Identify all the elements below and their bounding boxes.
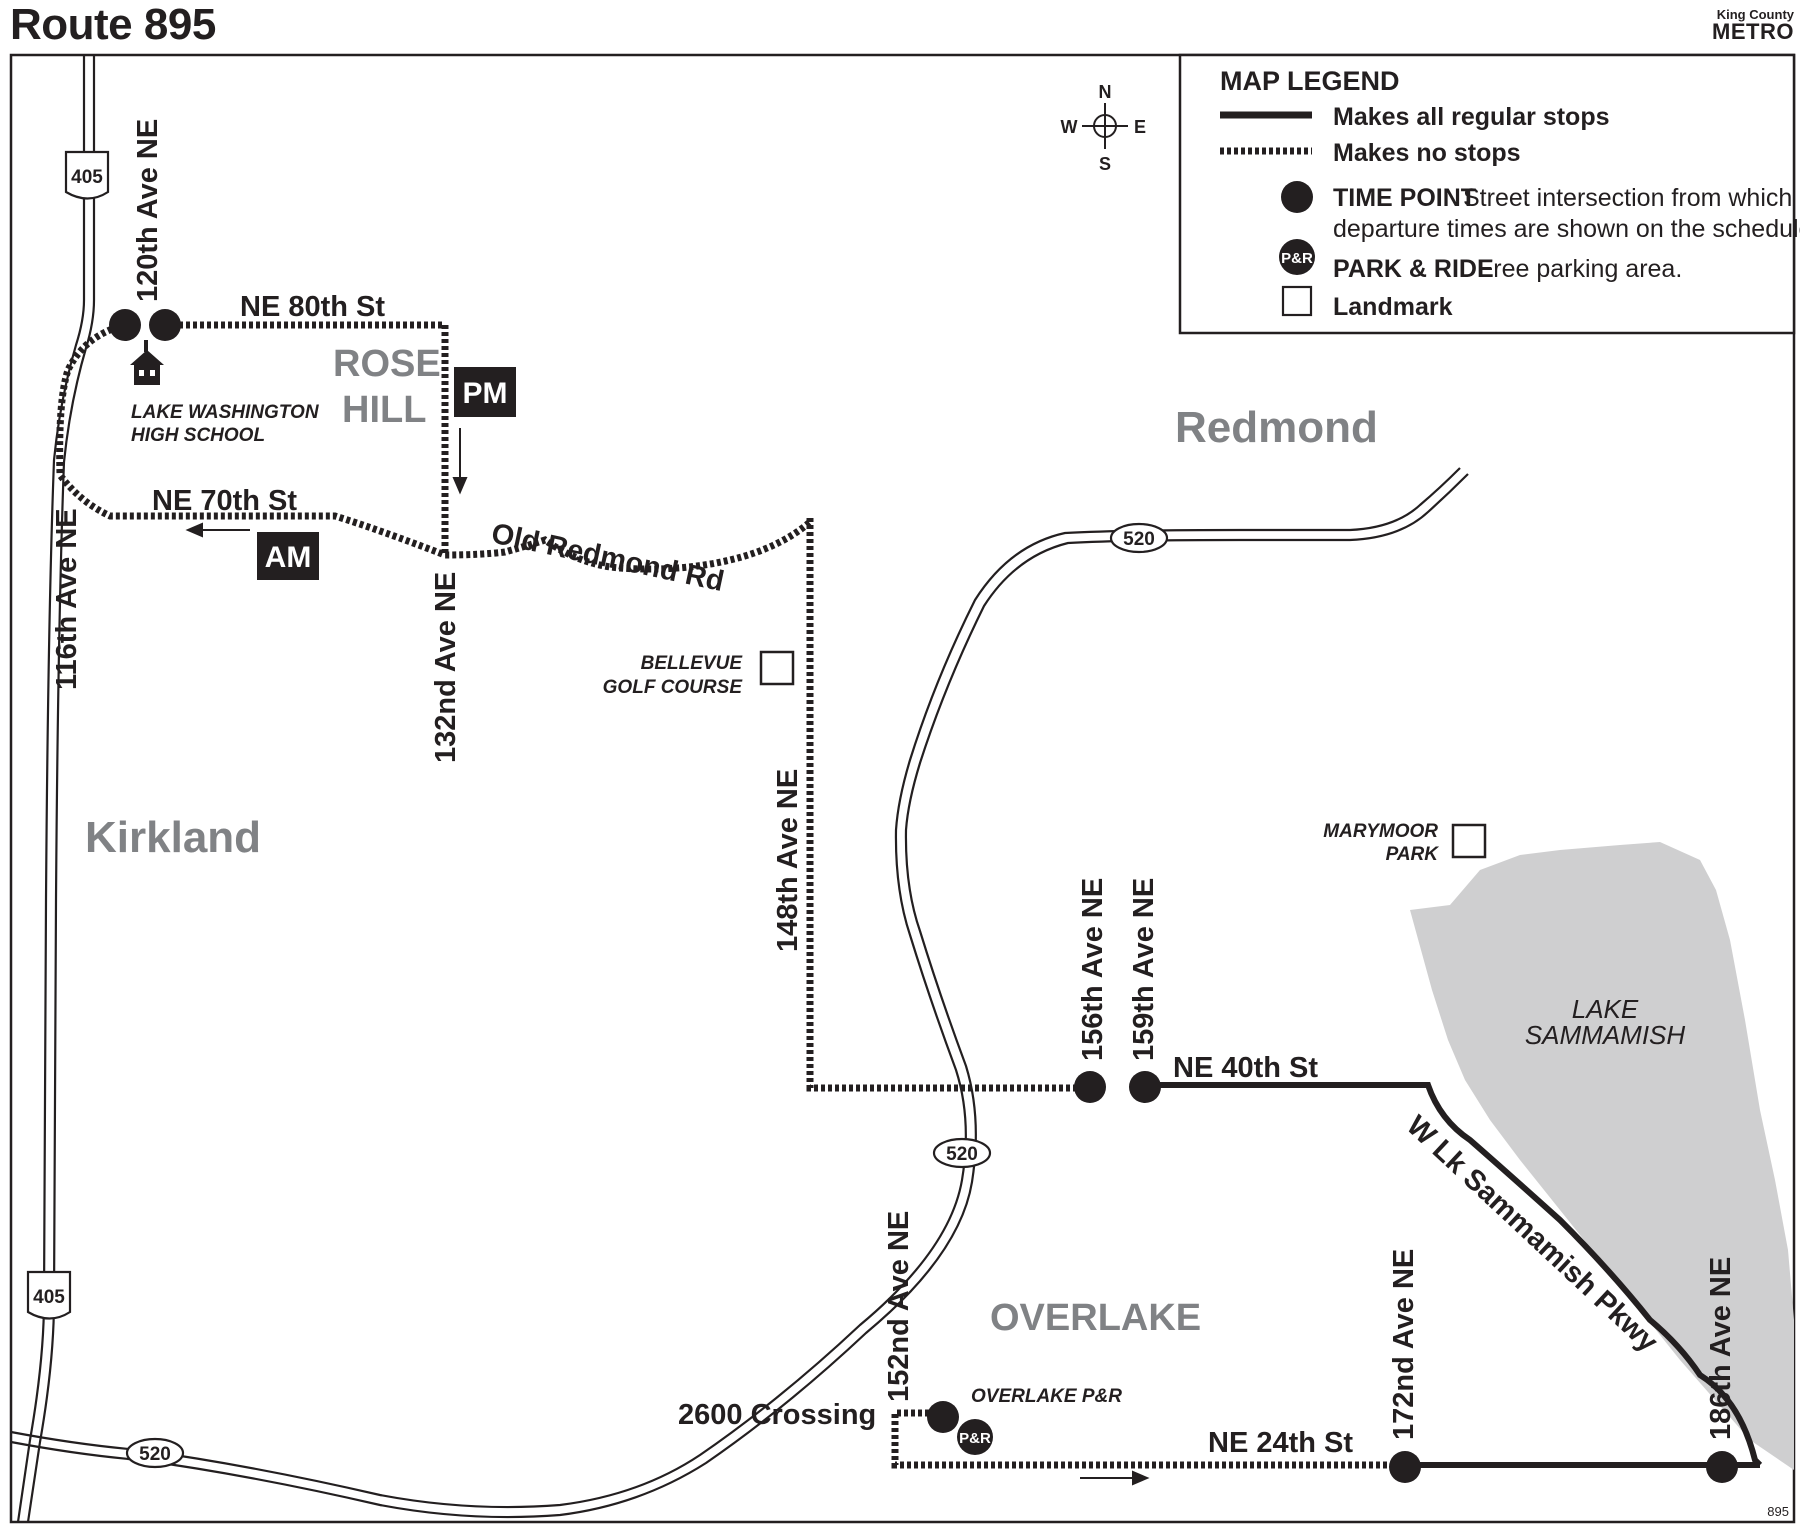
place-rose-hill-1: ROSE: [333, 343, 441, 385]
legend-park-ride-desc: Free parking area.: [1478, 255, 1682, 283]
street-172nd-ave: 172nd Ave NE: [1388, 1249, 1420, 1440]
i405-bottom-label: 405: [33, 1287, 65, 1308]
map-legend: MAP LEGEND Makes all regular stops Makes…: [1178, 53, 1800, 335]
route-all-stops: [1145, 1082, 1763, 1468]
street-152nd-ave: 152nd Ave NE: [883, 1211, 915, 1402]
place-lake-sammamish-1: LAKE: [1572, 994, 1639, 1024]
legend-solid-text: Makes all regular stops: [1333, 103, 1610, 131]
street-132nd-ave: 132nd Ave NE: [430, 572, 462, 763]
street-148th-ave: 148th Ave NE: [772, 769, 804, 952]
legend-park-ride-icon-text: P&R: [1281, 250, 1313, 267]
i405-shield-bottom: 405: [26, 1270, 72, 1320]
compass-s: S: [1099, 154, 1111, 174]
street-ne-24th: NE 24th St: [1208, 1427, 1353, 1459]
sr520-top-label: 520: [1123, 529, 1155, 550]
time-point-120th-80th: [109, 309, 141, 341]
sr520-mid-label: 520: [946, 1144, 978, 1165]
landmark-golf-course-icon: [759, 650, 795, 686]
landmark-lwhs-1: LAKE WASHINGTON: [131, 402, 320, 423]
king-county-metro-logo: King County METRO: [1712, 8, 1794, 43]
footer-route-code: 895: [1767, 1504, 1789, 1519]
legend-landmark-icon: [1281, 285, 1313, 317]
am-badge: AM: [257, 532, 319, 580]
map-frame: [9, 53, 1796, 1524]
time-point-186th-24th: [1706, 1451, 1738, 1483]
legend-park-ride-label: PARK & RIDE: [1333, 255, 1494, 283]
am-label: AM: [265, 541, 312, 574]
i405-highway: [16, 55, 96, 1523]
direction-arrows: [185, 428, 1150, 1486]
legend-park-ride-icon: [1279, 239, 1315, 275]
park-ride-badge-text: P&R: [959, 1430, 991, 1447]
compass-e: E: [1134, 117, 1146, 137]
time-point-159th-40th: [1129, 1071, 1161, 1103]
place-kirkland: Kirkland: [85, 813, 261, 862]
school-icon: [130, 340, 164, 385]
place-redmond: Redmond: [1175, 403, 1378, 452]
logo-metro: METRO: [1712, 19, 1794, 44]
landmark-golf-1: BELLEVUE: [641, 653, 744, 674]
street-156th-ave: 156th Ave NE: [1077, 878, 1109, 1061]
street-ne-80th: NE 80th St: [240, 291, 385, 323]
compass-n: N: [1099, 82, 1112, 102]
route-title: Route 895: [10, 0, 216, 49]
sr520-shield-left: 520: [125, 1437, 185, 1469]
time-point-124th-80th: [149, 309, 181, 341]
street-116th-ave: 116th Ave NE: [51, 508, 83, 690]
landmark-overlake-pr: OVERLAKE P&R: [971, 1386, 1122, 1407]
place-overlake: OVERLAKE: [990, 1297, 1201, 1339]
time-point-172nd-24th: [1389, 1451, 1421, 1483]
landmark-marymoor-1: MARYMOOR: [1323, 821, 1438, 842]
route-no-stops: [56, 321, 1405, 1469]
street-159th-ave: 159th Ave NE: [1128, 878, 1160, 1061]
landmark-lwhs-2: HIGH SCHOOL: [131, 425, 265, 446]
time-point-156th-40th: [1074, 1071, 1106, 1103]
legend-time-point-desc-2: departure times are shown on the schedul…: [1333, 215, 1800, 243]
sr520-shield-mid: 520: [932, 1137, 992, 1169]
lake-sammamish: [1410, 842, 1794, 1470]
pm-label: PM: [463, 377, 508, 410]
time-point-overlake-pr: [927, 1401, 959, 1433]
sr520-shield-top: 520: [1109, 522, 1169, 554]
place-lake-sammamish-2: SAMMAMISH: [1525, 1020, 1686, 1050]
street-2600-crossing: 2600 Crossing: [678, 1399, 876, 1431]
sr520-highway: [10, 467, 1469, 1519]
legend-time-point-desc-1: Street intersection from which: [1463, 184, 1792, 212]
logo-king-county: King County: [1716, 7, 1794, 22]
place-rose-hill-2: HILL: [342, 389, 426, 431]
compass-w: W: [1061, 117, 1078, 137]
compass-icon: N S E W: [1061, 82, 1147, 174]
street-186th-ave: 186th Ave NE: [1705, 1257, 1737, 1440]
landmark-marymoor-icon: [1451, 823, 1487, 859]
landmark-golf-2: GOLF COURSE: [603, 677, 744, 698]
park-ride-icon: P&R: [957, 1419, 993, 1455]
time-points: [109, 309, 1738, 1483]
i405-top-label: 405: [71, 167, 103, 188]
street-120th-ave: 120th Ave NE: [132, 119, 164, 302]
pm-badge: PM: [454, 367, 516, 417]
legend-landmark-text: Landmark: [1333, 293, 1453, 321]
legend-dotted-text: Makes no stops: [1333, 139, 1521, 167]
street-ne-70th: NE 70th St: [152, 485, 297, 517]
legend-time-point-label: TIME POINT: [1333, 184, 1476, 212]
i405-shield-top: 405: [64, 150, 110, 200]
street-ne-40th: NE 40th St: [1173, 1052, 1318, 1084]
legend-time-point-icon: [1281, 181, 1313, 213]
legend-title: MAP LEGEND: [1220, 66, 1400, 96]
sr520-left-label: 520: [139, 1444, 171, 1465]
street-old-redmond-rd: Old Redmond Rd: [489, 518, 727, 599]
landmark-marymoor-2: PARK: [1386, 844, 1440, 865]
